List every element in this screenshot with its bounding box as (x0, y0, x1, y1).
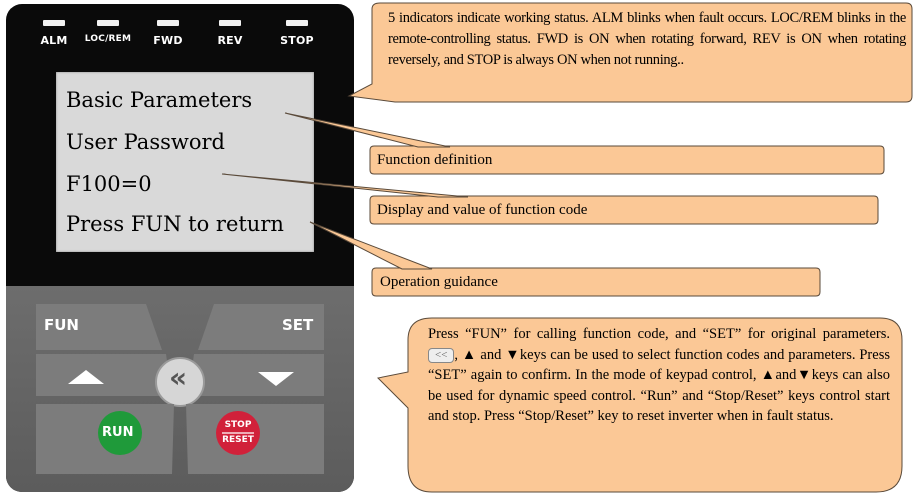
keys-callout-text: Press “FUN” for calling function code, a… (428, 324, 890, 427)
indicator-label: FWD (153, 34, 183, 47)
run-key-label[interactable]: RUN (102, 425, 134, 440)
indicator-label: ALM (40, 34, 68, 47)
keypad-panel: ALM LOC/REM FWD REV STOP Basic Parameter… (6, 4, 354, 492)
indicator-label: LOC/REM (84, 34, 132, 44)
operation-guidance-label: Operation guidance (380, 274, 498, 290)
indicator-led (97, 20, 119, 26)
up-key-shape[interactable] (36, 354, 172, 396)
indicator-led (43, 20, 65, 26)
reset-key-label[interactable]: RESET (222, 435, 254, 445)
display-line-3: F100=0 (66, 172, 152, 196)
indicator-loc-rem: LOC/REM (80, 20, 136, 44)
function-definition-label: Function definition (377, 152, 493, 168)
status-indicators: ALM LOC/REM FWD REV STOP (36, 20, 336, 62)
display-line-4: Press FUN to return (66, 212, 284, 236)
up-arrow-icon (68, 370, 104, 384)
keypad-buttons-graphic (36, 304, 324, 474)
down-arrow-icon (258, 372, 294, 386)
shift-key-shape[interactable] (155, 357, 205, 407)
indicator-led (219, 20, 241, 26)
fun-key-shape[interactable] (36, 304, 162, 350)
indicator-rev: REV (210, 20, 250, 47)
keys-callout-text-part1: Press “FUN” for calling function code, a… (428, 326, 890, 342)
indicator-led (157, 20, 179, 26)
indicator-led (286, 20, 308, 26)
display-line-1: Basic Parameters (66, 88, 253, 112)
display-value-label: Display and value of function code (377, 202, 588, 218)
keys-callout-text-part2: , ▲ and ▼keys can be used to select func… (428, 346, 890, 425)
indicator-alm: ALM (36, 20, 72, 47)
stop-key-label[interactable]: STOP (224, 420, 252, 430)
display-line-2: User Password (66, 130, 225, 154)
indicator-stop: STOP (272, 20, 322, 47)
set-key-label[interactable]: SET (282, 316, 314, 334)
indicator-fwd: FWD (148, 20, 188, 47)
indicator-label: REV (217, 34, 243, 47)
run-key-shape[interactable] (98, 411, 142, 455)
shift-key-label[interactable]: « (169, 361, 188, 394)
indicators-callout-text: 5 indicators indicate working status. AL… (388, 10, 906, 68)
fun-key-label[interactable]: FUN (44, 316, 79, 334)
down-key-shape[interactable] (188, 354, 324, 396)
indicator-label: STOP (280, 34, 314, 47)
lcd-display: Basic Parameters User Password F100=0 Pr… (56, 72, 314, 252)
set-key-shape[interactable] (198, 304, 324, 350)
shift-key-inline-icon: << (428, 347, 455, 363)
